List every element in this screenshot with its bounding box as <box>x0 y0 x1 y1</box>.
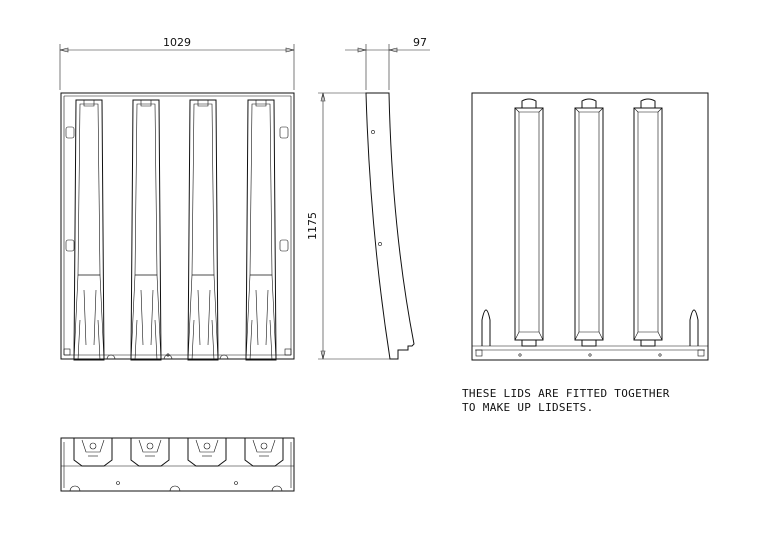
width-label: 1029 <box>163 36 191 49</box>
plan-view <box>60 437 295 492</box>
front-channel-2 <box>130 99 162 361</box>
plan-pocket-1 <box>73 438 113 467</box>
plan-pocket-4 <box>244 438 284 467</box>
back-channel-2 <box>574 98 604 347</box>
back-channel-3 <box>633 98 663 347</box>
note-line-2: TO MAKE UP LIDSETS. <box>462 401 594 414</box>
assembly-note: THESE LIDS ARE FITTED TOGETHER TO MAKE U… <box>462 387 670 415</box>
height-dimension: 1175 <box>306 92 396 360</box>
front-channel-3 <box>187 99 219 361</box>
side-view: 97 1175 <box>306 36 430 360</box>
width-dimension: 1029 <box>59 36 295 90</box>
plan-pocket-3 <box>187 438 227 467</box>
height-label: 1175 <box>306 212 319 240</box>
plan-pocket-2 <box>130 438 170 467</box>
depth-dimension: 97 <box>345 36 430 90</box>
back-view <box>471 92 709 361</box>
depth-label: 97 <box>413 36 427 49</box>
front-channel-4 <box>245 99 277 361</box>
back-channel-1 <box>514 98 544 347</box>
note-line-1: THESE LIDS ARE FITTED TOGETHER <box>462 387 670 400</box>
front-channel-1 <box>73 99 105 361</box>
front-view: 1029 <box>59 36 295 361</box>
